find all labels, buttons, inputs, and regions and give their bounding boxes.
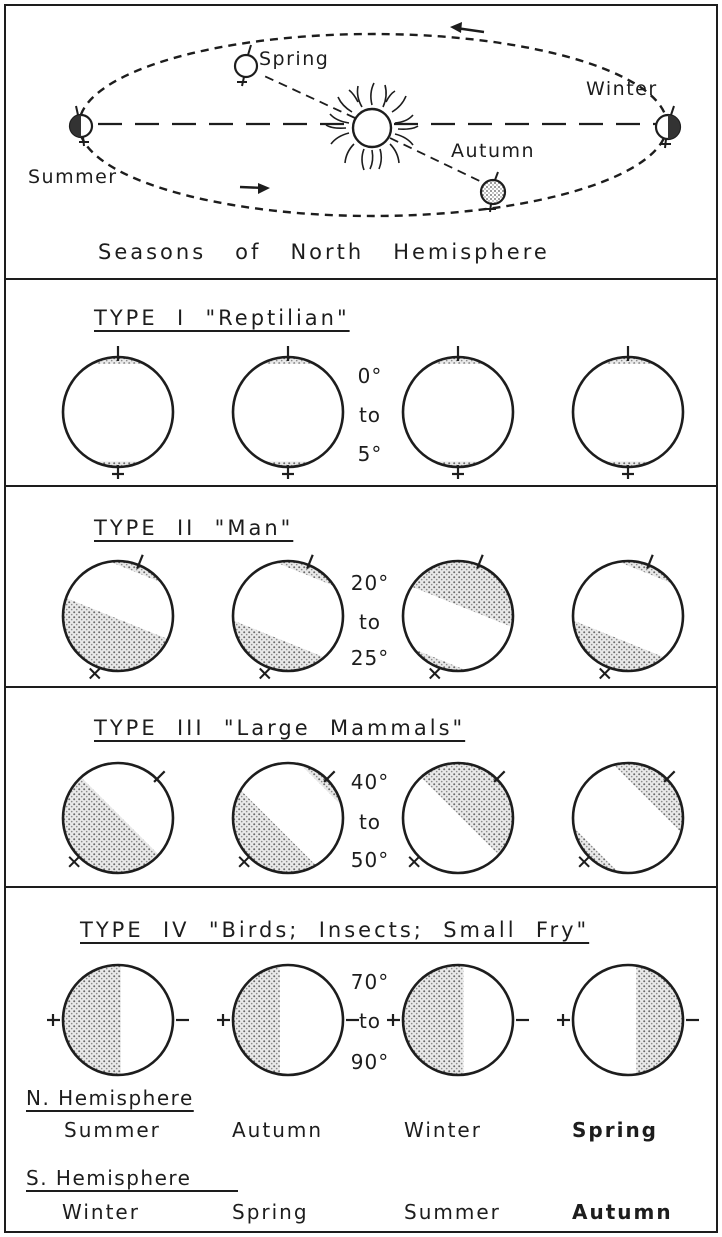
north-hemisphere-heading: N. Hemisphere bbox=[26, 1088, 194, 1108]
type-4-globe bbox=[218, 950, 358, 1090]
south-season: Autumn bbox=[572, 1202, 673, 1222]
south-season: Winter bbox=[62, 1202, 140, 1222]
south-season: Spring bbox=[232, 1202, 309, 1222]
label-summer: Summer bbox=[28, 168, 118, 187]
type-3-globe bbox=[558, 748, 698, 888]
figure-sheet: Spring Winter Summer Autumn Seasons of N… bbox=[4, 4, 718, 1233]
label-winter: Winter bbox=[586, 80, 658, 99]
type-2-globe bbox=[388, 546, 528, 686]
north-season: Autumn bbox=[232, 1120, 323, 1140]
orbit-arrow-bottom bbox=[240, 183, 270, 194]
sun bbox=[260, 74, 486, 184]
type-1-globe bbox=[558, 342, 698, 482]
night-shading bbox=[403, 965, 464, 1075]
divider-2 bbox=[6, 485, 716, 487]
orbit-caption: Seasons of North Hemisphere bbox=[98, 242, 550, 263]
divider-1 bbox=[6, 278, 716, 280]
earth-spring bbox=[235, 45, 257, 86]
earth-winter bbox=[656, 106, 680, 148]
night-shading bbox=[233, 966, 280, 1075]
orbit-diagram bbox=[6, 6, 716, 278]
type-3-globe bbox=[218, 748, 358, 888]
type-2-globe bbox=[218, 546, 358, 686]
north-season: Summer bbox=[64, 1120, 161, 1140]
type-2-globe bbox=[48, 546, 188, 686]
type-4-globe bbox=[388, 950, 528, 1090]
type-4-title: TYPE IV "Birds; Insects; Small Fry" bbox=[80, 920, 589, 941]
type-4-globe bbox=[48, 950, 188, 1090]
type-2-title: TYPE II "Man" bbox=[94, 518, 293, 539]
earth-autumn bbox=[481, 172, 505, 212]
type-1-globe bbox=[218, 342, 358, 482]
type-4-globe bbox=[558, 950, 698, 1090]
type-1-title: TYPE I "Reptilian" bbox=[94, 308, 350, 329]
type-3-globe bbox=[388, 748, 528, 888]
north-season: Spring bbox=[572, 1120, 658, 1140]
night-shading bbox=[62, 965, 120, 1075]
south-hemisphere-heading: S. Hemisphere bbox=[26, 1168, 191, 1188]
type-3-globe bbox=[48, 748, 188, 888]
label-autumn: Autumn bbox=[451, 142, 535, 161]
type-3-title: TYPE III "Large Mammals" bbox=[94, 718, 465, 739]
orbit-arrow-top bbox=[450, 22, 484, 33]
type-1-globe bbox=[48, 342, 188, 482]
south-heading-rule bbox=[26, 1190, 238, 1192]
type-1-globe bbox=[388, 342, 528, 482]
night-shading bbox=[636, 966, 683, 1075]
type-2-globe bbox=[558, 546, 698, 686]
label-spring: Spring bbox=[259, 50, 329, 69]
south-season: Summer bbox=[404, 1202, 501, 1222]
divider-3 bbox=[6, 686, 716, 688]
north-season: Winter bbox=[404, 1120, 482, 1140]
